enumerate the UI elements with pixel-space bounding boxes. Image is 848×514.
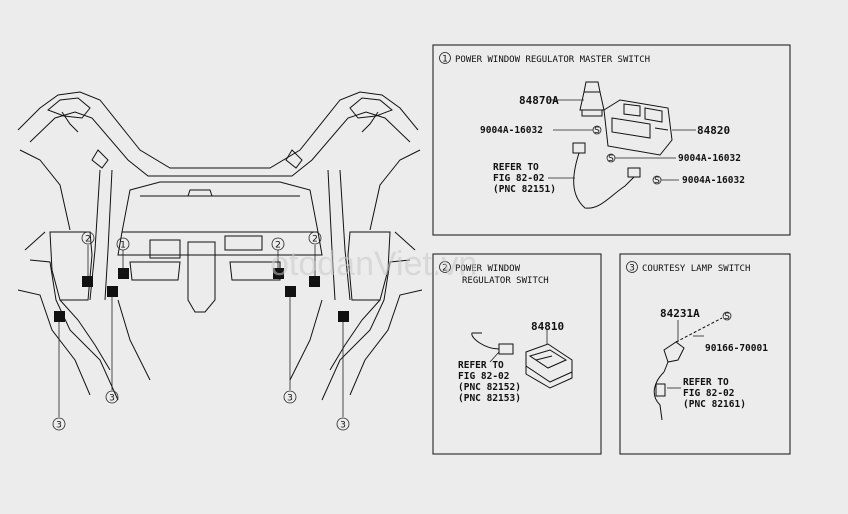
wire-harness-drawing [572, 142, 641, 209]
panel-number: 1 [442, 54, 448, 64]
part-number: 90166-70001 [705, 343, 768, 354]
reference-note: (PNC 82153) [458, 393, 521, 404]
panel-subtitle: REGULATOR SWITCH [462, 276, 549, 286]
panel2-leaders [489, 330, 548, 363]
callout-number: 3 [340, 421, 346, 431]
regulator-switch-drawing [471, 332, 573, 389]
reference-note: REFER TO [493, 162, 539, 173]
reference-note: REFER TO [458, 360, 504, 371]
screw-icon: S [608, 154, 614, 164]
part-number: 84820 [697, 124, 730, 137]
part-number: 9004A-16032 [682, 175, 745, 186]
panel-title: POWER WINDOW [455, 264, 521, 274]
callout-number: 1 [120, 241, 126, 251]
panel-title: POWER WINDOW REGULATOR MASTER SWITCH [455, 55, 650, 65]
reference-note: (PNC 82151) [493, 184, 556, 195]
part-number: 9004A-16032 [480, 125, 543, 136]
callout-number: 3 [109, 394, 115, 404]
watermark: otodanViet.vn [270, 245, 477, 283]
callout-circle-3: 3 [283, 390, 297, 404]
callout-circle-2: 2 [81, 231, 95, 245]
switch-location-markers [54, 268, 349, 322]
part-number: 84810 [531, 320, 564, 333]
callout-circle-3: 3 [336, 417, 350, 431]
callout-circle-3: 3 [52, 417, 66, 431]
callout-number: 3 [56, 421, 62, 431]
part-number: 84870A [519, 94, 559, 107]
knob-part-drawing [579, 81, 605, 117]
panel-master-switch: 1 POWER WINDOW REGULATOR MASTER SWITCH S… [432, 44, 791, 236]
panel-courtesy-lamp-switch: 3 COURTESY LAMP SWITCH S 84231A 90166-70… [619, 253, 791, 455]
master-switch-drawing [603, 99, 673, 156]
reference-note: FIG 82-02 [683, 388, 734, 399]
callout-circle-3: 3 [105, 390, 119, 404]
panel-number: 2 [442, 263, 448, 273]
callout-circle-2: 2 [271, 237, 285, 251]
part-number: 84231A [660, 307, 700, 320]
panel3-leaders [667, 320, 704, 389]
panel-regulator-switch: 2 POWER WINDOW REGULATOR SWITCH 84810 RE… [432, 253, 602, 455]
screw-icon: S [594, 126, 600, 136]
panel1-leaders [548, 99, 696, 181]
panel-number: 3 [629, 263, 635, 273]
callout-number: 2 [275, 241, 281, 251]
screw-icon: S [724, 312, 730, 322]
callout-number: 2 [85, 235, 91, 245]
reference-note: FIG 82-02 [458, 371, 509, 382]
callout-number: 2 [312, 235, 318, 245]
callout-circle-1: 1 [116, 237, 130, 251]
screw-icon: S [654, 176, 660, 186]
callout-leader-lines [58, 245, 344, 417]
reference-note: FIG 82-02 [493, 173, 544, 184]
panel-title: COURTESY LAMP SWITCH [642, 264, 750, 274]
part-number: 9004A-16032 [678, 153, 741, 164]
callout-number: 3 [287, 394, 293, 404]
reference-note: REFER TO [683, 377, 729, 388]
reference-note: (PNC 82161) [683, 399, 746, 410]
courtesy-switch-drawing [653, 317, 723, 421]
callout-circle-2: 2 [308, 231, 322, 245]
reference-note: (PNC 82152) [458, 382, 521, 393]
